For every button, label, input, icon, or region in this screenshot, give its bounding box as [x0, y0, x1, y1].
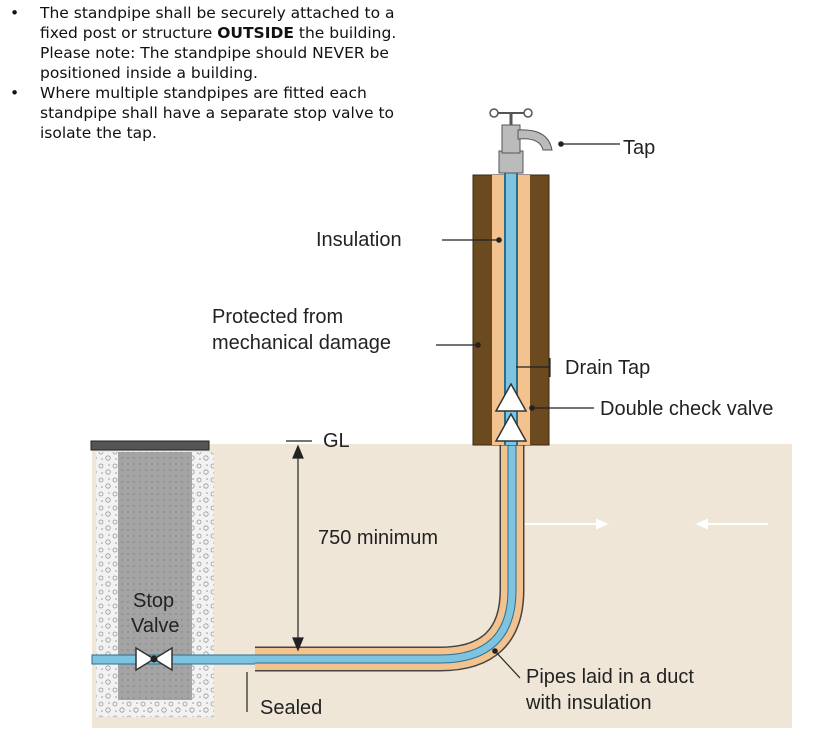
gate-valve-icon	[135, 646, 173, 672]
stop-valve-label-line1: Stop	[133, 590, 174, 612]
double-check-valve-label: Double check valve	[600, 398, 773, 420]
notes-list: • The standpipe shall be securely attache…	[8, 3, 428, 143]
gl-label: GL	[323, 430, 350, 452]
duct-label-line1: Pipes laid in a duct	[526, 666, 694, 688]
tap-label: Tap	[623, 137, 655, 159]
flow-arrows	[518, 518, 768, 530]
duct-pipe	[255, 445, 516, 663]
note-text: The standpipe shall be securely attached…	[40, 4, 395, 42]
note-text: Where multiple standpipes are fitted eac…	[40, 84, 395, 142]
insulation-label: Insulation	[316, 229, 402, 251]
standpipe-tap-icon	[489, 108, 553, 174]
note-item: • Where multiple standpipes are fitted ea…	[8, 83, 428, 143]
supply-pipe	[91, 654, 263, 665]
check-valve-icon	[494, 382, 528, 442]
note-emphasis: OUTSIDE	[217, 24, 294, 42]
stop-valve-chamber	[90, 440, 214, 717]
sealed-label: Sealed	[260, 697, 322, 719]
note-text-continued: the building. Please note: The standpipe…	[40, 24, 397, 82]
bullet-icon: •	[10, 4, 20, 22]
drain-tap-label: Drain Tap	[565, 357, 650, 379]
duct-label-line2: with insulation	[525, 692, 652, 714]
depth-label: 750 minimum	[318, 527, 438, 549]
protected-label-line2: mechanical damage	[212, 332, 391, 354]
chamber-cover	[90, 440, 210, 451]
bullet-icon: •	[10, 84, 20, 102]
duct-leader	[494, 650, 521, 679]
note-item: • The standpipe shall be securely attache…	[8, 3, 428, 83]
protected-label-line1: Protected from	[212, 306, 343, 328]
stop-valve-label-line2: Valve	[131, 615, 180, 637]
